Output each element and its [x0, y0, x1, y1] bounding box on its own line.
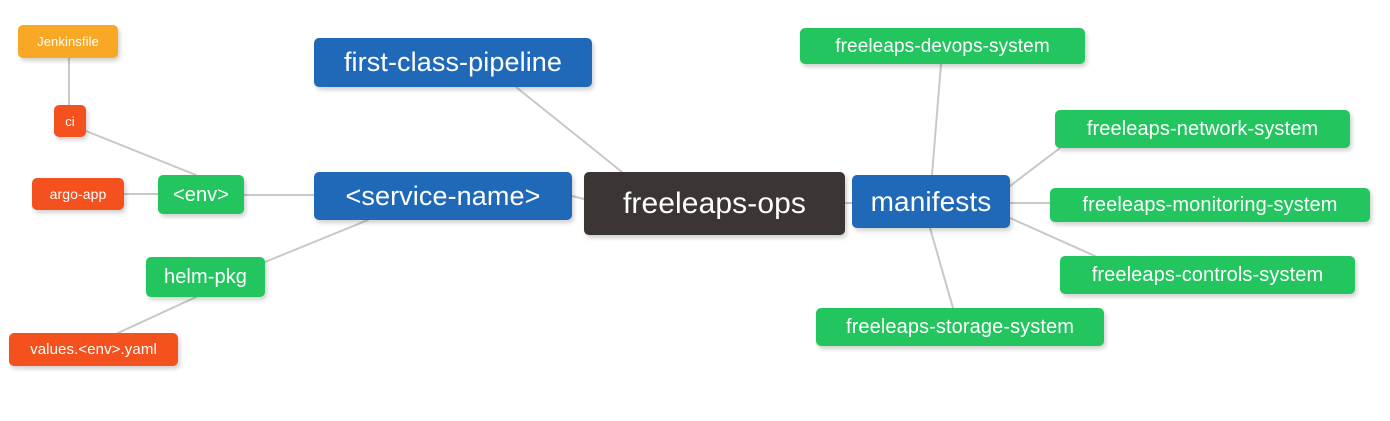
node-env[interactable]: <env> [158, 175, 244, 214]
node-label-jenkinsfile: Jenkinsfile [37, 34, 99, 49]
edge-service-name-to-freeleaps-ops [571, 195, 585, 200]
node-label-freeleaps-devops-system: freeleaps-devops-system [835, 35, 1050, 57]
edge-manifests-to-freeleaps-network-system [1009, 147, 1061, 187]
node-label-values-env-yaml: values.<env>.yaml [30, 341, 157, 358]
node-label-freeleaps-monitoring-system: freeleaps-monitoring-system [1082, 194, 1338, 216]
node-label-first-class-pipeline: first-class-pipeline [343, 47, 563, 77]
node-label-manifests: manifests [870, 185, 992, 217]
node-helm-pkg[interactable]: helm-pkg [146, 257, 265, 297]
node-freeleaps-storage-system[interactable]: freeleaps-storage-system [816, 308, 1104, 346]
node-freeleaps-devops-system[interactable]: freeleaps-devops-system [800, 28, 1085, 64]
edge-ci-to-env [85, 130, 197, 176]
edge-manifests-to-freeleaps-devops-system [931, 63, 942, 176]
node-manifests[interactable]: manifests [852, 175, 1010, 228]
node-label-freeleaps-ops: freeleaps-ops [622, 186, 807, 220]
node-label-env: <env> [172, 183, 230, 206]
node-jenkinsfile[interactable]: Jenkinsfile [18, 25, 118, 58]
edge-helm-pkg-to-service-name [264, 219, 369, 263]
node-ci[interactable]: ci [54, 105, 86, 137]
node-first-class-pipeline[interactable]: first-class-pipeline [314, 38, 592, 87]
node-label-freeleaps-network-system: freeleaps-network-system [1086, 118, 1319, 140]
node-values-env-yaml[interactable]: values.<env>.yaml [9, 333, 178, 366]
node-label-argo-app: argo-app [49, 186, 107, 202]
node-label-service-name: <service-name> [345, 180, 541, 211]
node-freeleaps-ops[interactable]: freeleaps-ops [584, 172, 845, 235]
node-freeleaps-network-system[interactable]: freeleaps-network-system [1055, 110, 1350, 148]
node-label-freeleaps-storage-system: freeleaps-storage-system [845, 316, 1075, 338]
edge-values-env-yaml-to-helm-pkg [117, 296, 197, 334]
edge-manifests-to-freeleaps-storage-system [929, 227, 954, 309]
edge-manifests-to-freeleaps-controls-system [1009, 217, 1096, 257]
node-argo-app[interactable]: argo-app [32, 178, 124, 210]
node-label-helm-pkg: helm-pkg [163, 266, 248, 288]
node-service-name[interactable]: <service-name> [314, 172, 572, 220]
node-label-ci: ci [65, 113, 75, 129]
node-freeleaps-monitoring-system[interactable]: freeleaps-monitoring-system [1050, 188, 1370, 222]
node-freeleaps-controls-system[interactable]: freeleaps-controls-system [1060, 256, 1355, 294]
edge-first-class-pipeline-to-freeleaps-ops [515, 86, 623, 173]
node-label-freeleaps-controls-system: freeleaps-controls-system [1091, 264, 1324, 286]
